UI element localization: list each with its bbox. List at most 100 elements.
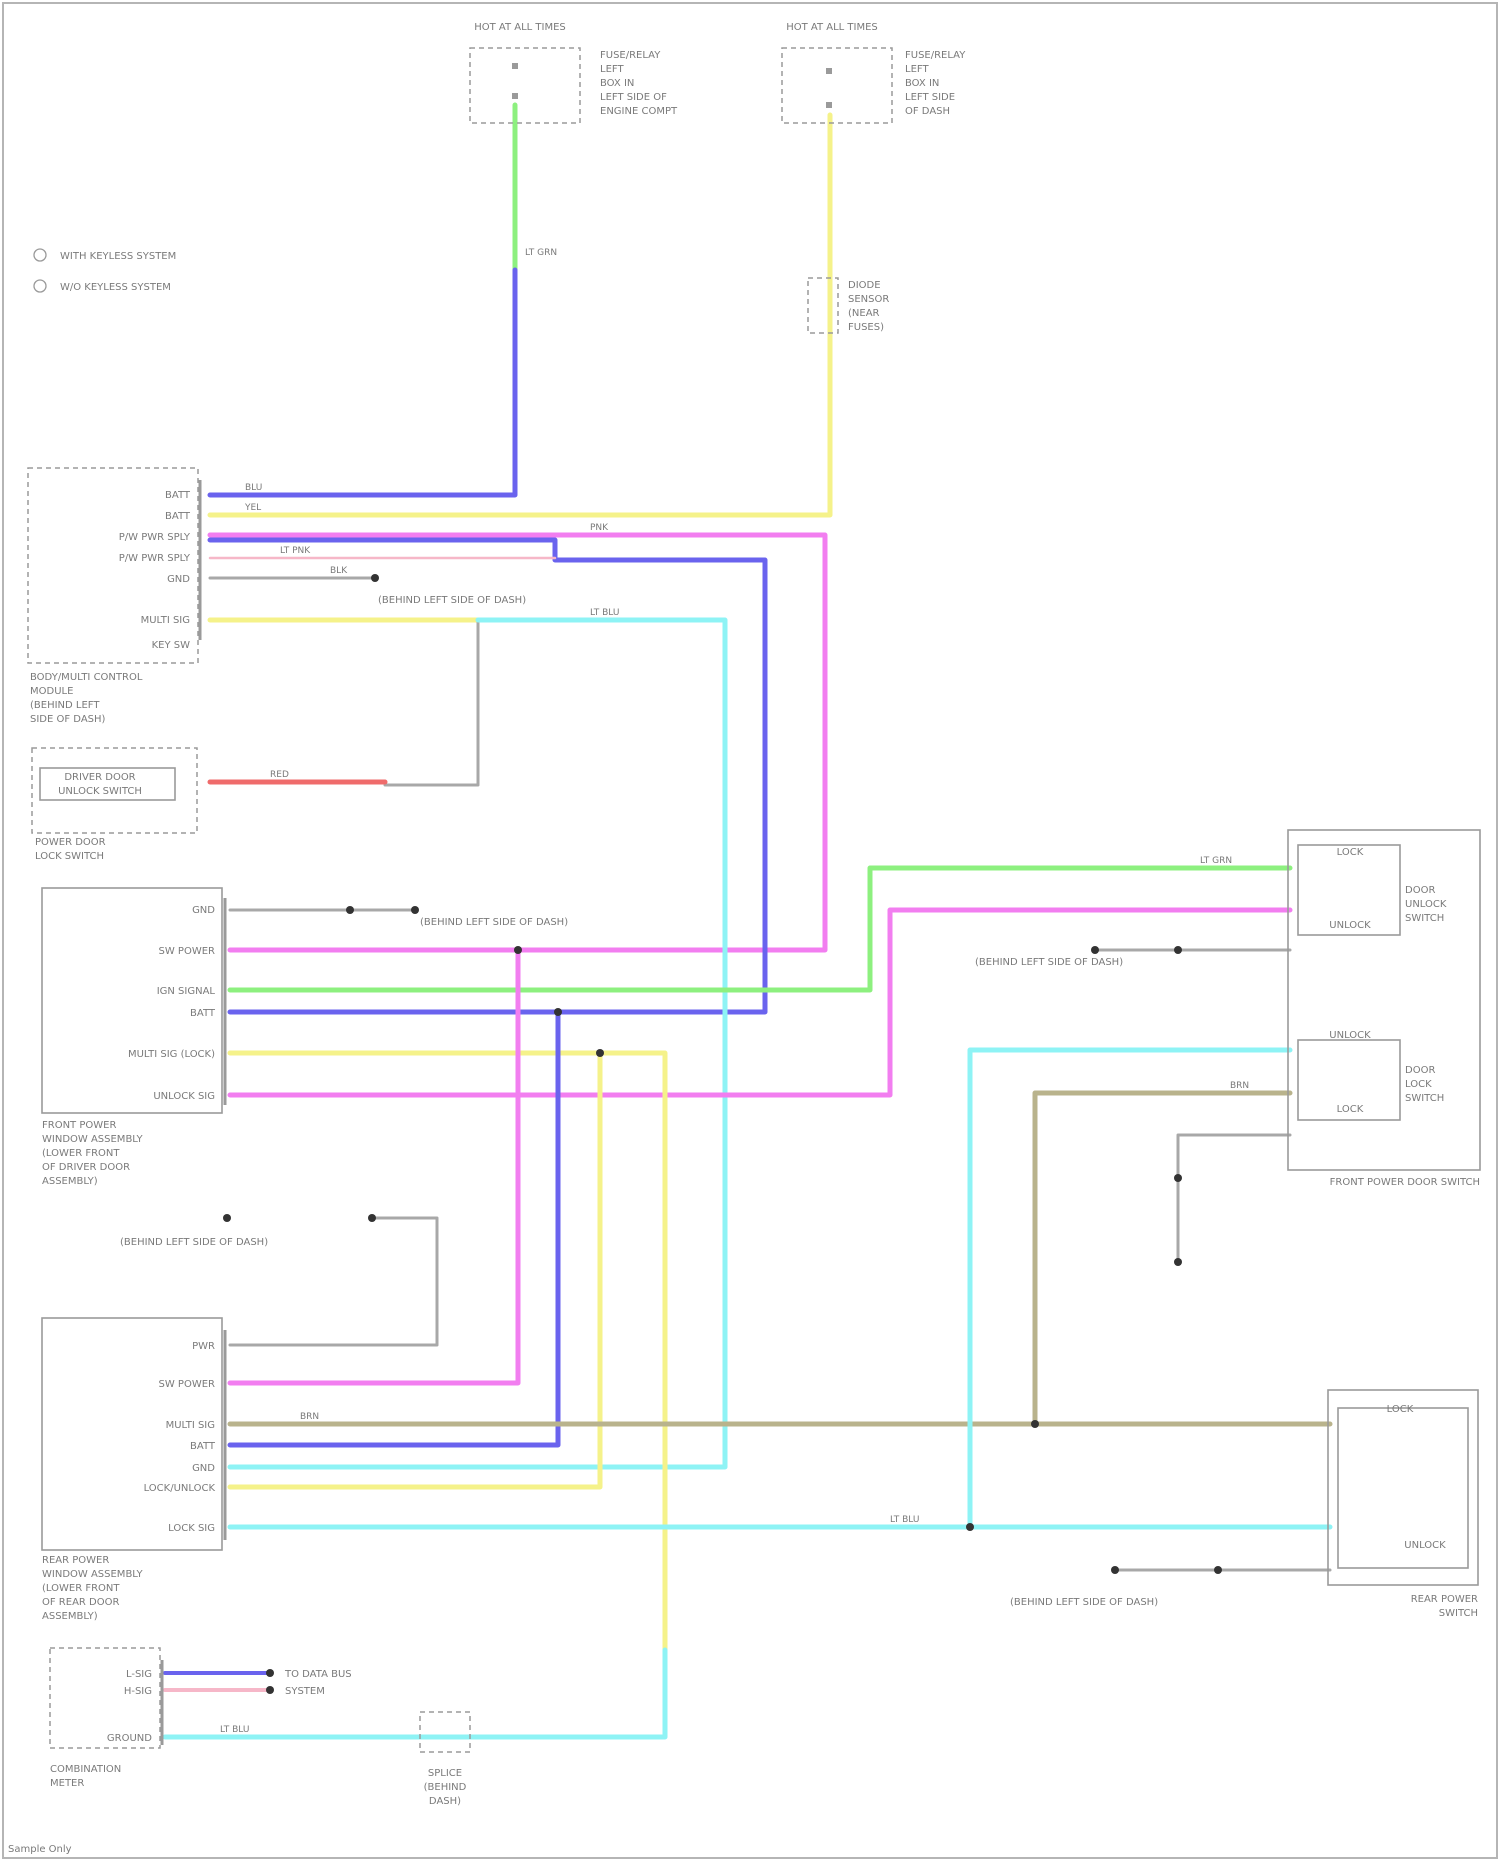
- fuse-right-line: LEFT SIDE: [905, 92, 955, 103]
- caption-line: POWER DOOR: [35, 837, 106, 848]
- caption-line: LOCK SWITCH: [35, 851, 104, 862]
- pin-label: P/W PWR SPLY: [119, 532, 191, 543]
- fuse-right-lines: FUSE/RELAY LEFT BOX IN LEFT SIDE OF DASH: [905, 50, 966, 117]
- pin-label: KEY SW: [152, 640, 191, 651]
- caption-line: REAR POWER: [1411, 1594, 1478, 1605]
- fuse-right-title: HOT AT ALL TIMES: [786, 22, 878, 33]
- caption-line: (LOWER FRONT: [42, 1148, 120, 1159]
- ground-note: (BEHIND LEFT SIDE OF DASH): [378, 595, 526, 606]
- wire-code-label: LT GRN: [1200, 856, 1232, 866]
- caption-line: REAR POWER: [42, 1555, 109, 1566]
- legend-marker-icon: [34, 249, 46, 261]
- switch-side: LOCK: [1405, 1079, 1432, 1090]
- wire-code-label: RED: [270, 770, 289, 780]
- diode-line: SENSOR: [848, 294, 889, 305]
- pin-label: P/W PWR SPLY: [119, 553, 191, 564]
- front-power-door-switch: LOCK UNLOCK DOOR UNLOCK SWITCH UNLOCK LO…: [1288, 830, 1480, 1188]
- wire-blue-power: [210, 540, 765, 1012]
- pin-label: LOCK SIG: [168, 1523, 215, 1534]
- switch-title: LOCK: [1387, 1404, 1414, 1415]
- ground-notes: (BEHIND LEFT SIDE OF DASH) (BEHIND LEFT …: [120, 595, 1158, 1608]
- wire-cyan-front: [970, 1050, 1290, 1527]
- fuse-left-line: LEFT SIDE OF: [600, 92, 667, 103]
- caption-line: OF DRIVER DOOR: [42, 1162, 130, 1173]
- ground-note: (BEHIND LEFT SIDE OF DASH): [120, 1237, 268, 1248]
- fuse-left-line: LEFT: [600, 64, 624, 75]
- switch-line: UNLOCK: [1329, 1030, 1371, 1041]
- wire-code-label: BRN: [1230, 1081, 1249, 1091]
- wire-pink-unlock: [230, 910, 1290, 1095]
- pin-label: GROUND: [107, 1733, 152, 1744]
- wire-code-label: LT PNK: [280, 546, 311, 556]
- wire-blue-batt: [210, 270, 515, 495]
- caption-line: ASSEMBLY): [42, 1176, 98, 1187]
- front-power-window-assembly: GND SW POWER IGN SIGNAL BATT MULTI SIG (…: [42, 888, 225, 1187]
- wire-code-label: LT BLU: [890, 1515, 919, 1525]
- ground-note: (BEHIND LEFT SIDE OF DASH): [1010, 1597, 1158, 1608]
- wires: [165, 105, 1330, 1737]
- caption-line: FRONT POWER DOOR SWITCH: [1330, 1177, 1480, 1188]
- pin-label: H-SIG: [124, 1686, 152, 1697]
- switch-side: DOOR: [1405, 885, 1435, 896]
- wire-code-label: LT BLU: [220, 1725, 249, 1735]
- wire-code-label: PNK: [590, 523, 609, 533]
- switch-line: UNLOCK: [1329, 920, 1371, 931]
- caption-line: SPLICE: [428, 1768, 462, 1779]
- wire-green-ign: [230, 868, 1290, 990]
- combination-meter: L-SIG H-SIG GROUND COMBINATION METER TO …: [50, 1648, 352, 1789]
- wire-pink-rear: [230, 950, 518, 1383]
- wire-code-label: YEL: [244, 503, 261, 513]
- pin-label: MULTI SIG: [141, 615, 190, 626]
- caption-line: OF REAR DOOR: [42, 1597, 119, 1608]
- switch-line: UNLOCK: [1404, 1540, 1446, 1551]
- fuse-left-line: ENGINE COMPT: [600, 106, 678, 117]
- wire-blue-rear: [230, 1012, 558, 1445]
- bus-note: SYSTEM: [285, 1686, 325, 1697]
- caption-line: BODY/MULTI CONTROL: [30, 672, 143, 683]
- fuse-right-line: OF DASH: [905, 106, 950, 117]
- wire-code-label: BRN: [300, 1412, 319, 1422]
- pin-label: BATT: [190, 1008, 216, 1019]
- caption-line: SWITCH: [1439, 1608, 1478, 1619]
- caption-line: COMBINATION: [50, 1764, 121, 1775]
- switch-line: UNLOCK SWITCH: [58, 786, 142, 797]
- pin-label: GND: [192, 1463, 215, 1474]
- switch-side: DOOR: [1405, 1065, 1435, 1076]
- wire-yellow-batt: [210, 115, 830, 515]
- pin-label: MULTI SIG: [166, 1420, 215, 1431]
- ground-note: (BEHIND LEFT SIDE OF DASH): [420, 917, 568, 928]
- legend: WITH KEYLESS SYSTEM W/O KEYLESS SYSTEM: [34, 249, 176, 293]
- diode-line: (NEAR: [848, 308, 880, 319]
- ground-note: (BEHIND LEFT SIDE OF DASH): [975, 957, 1123, 968]
- fuse-right: HOT AT ALL TIMES FUSE/RELAY LEFT BOX IN …: [782, 22, 966, 123]
- wire-code-label: BLK: [330, 566, 348, 576]
- fuse-right-line: LEFT: [905, 64, 929, 75]
- body-control-module: BATT BATT P/W PWR SPLY P/W PWR SPLY GND …: [28, 468, 200, 725]
- caption-line: WINDOW ASSEMBLY: [42, 1134, 144, 1145]
- pin-label: LOCK/UNLOCK: [144, 1483, 216, 1494]
- switch-line: LOCK: [1337, 847, 1364, 858]
- diode-line: FUSES): [848, 322, 884, 333]
- fuse-left-title: HOT AT ALL TIMES: [474, 22, 566, 33]
- fuse-left: HOT AT ALL TIMES FUSE/RELAY LEFT BOX IN …: [470, 22, 678, 123]
- diode-line: DIODE: [848, 280, 881, 291]
- footer-note: Sample Only: [8, 1844, 72, 1855]
- pin-label: BATT: [190, 1441, 216, 1452]
- caption-line: FRONT POWER: [42, 1120, 116, 1131]
- pin-label: PWR: [192, 1341, 215, 1352]
- caption-line: DASH): [429, 1796, 461, 1807]
- wire-code-label: LT BLU: [590, 608, 619, 618]
- switch-line: DRIVER DOOR: [64, 772, 135, 783]
- pin-label: SW POWER: [159, 946, 216, 957]
- door-lock-switch: DRIVER DOOR UNLOCK SWITCH POWER DOOR LOC…: [32, 748, 197, 862]
- legend-item: W/O KEYLESS SYSTEM: [60, 282, 171, 293]
- caption-line: (BEHIND: [424, 1782, 467, 1793]
- rear-power-window-assembly: PWR SW POWER MULTI SIG BATT GND LOCK/UNL…: [42, 1318, 225, 1622]
- fuse-right-line: FUSE/RELAY: [905, 50, 966, 61]
- caption-line: SIDE OF DASH): [30, 714, 106, 725]
- wire-gray-front-gnd: [1178, 1135, 1290, 1262]
- fuse-right-line: BOX IN: [905, 78, 939, 89]
- wire-tan-front: [1035, 1093, 1290, 1424]
- switch-side: UNLOCK: [1405, 899, 1447, 910]
